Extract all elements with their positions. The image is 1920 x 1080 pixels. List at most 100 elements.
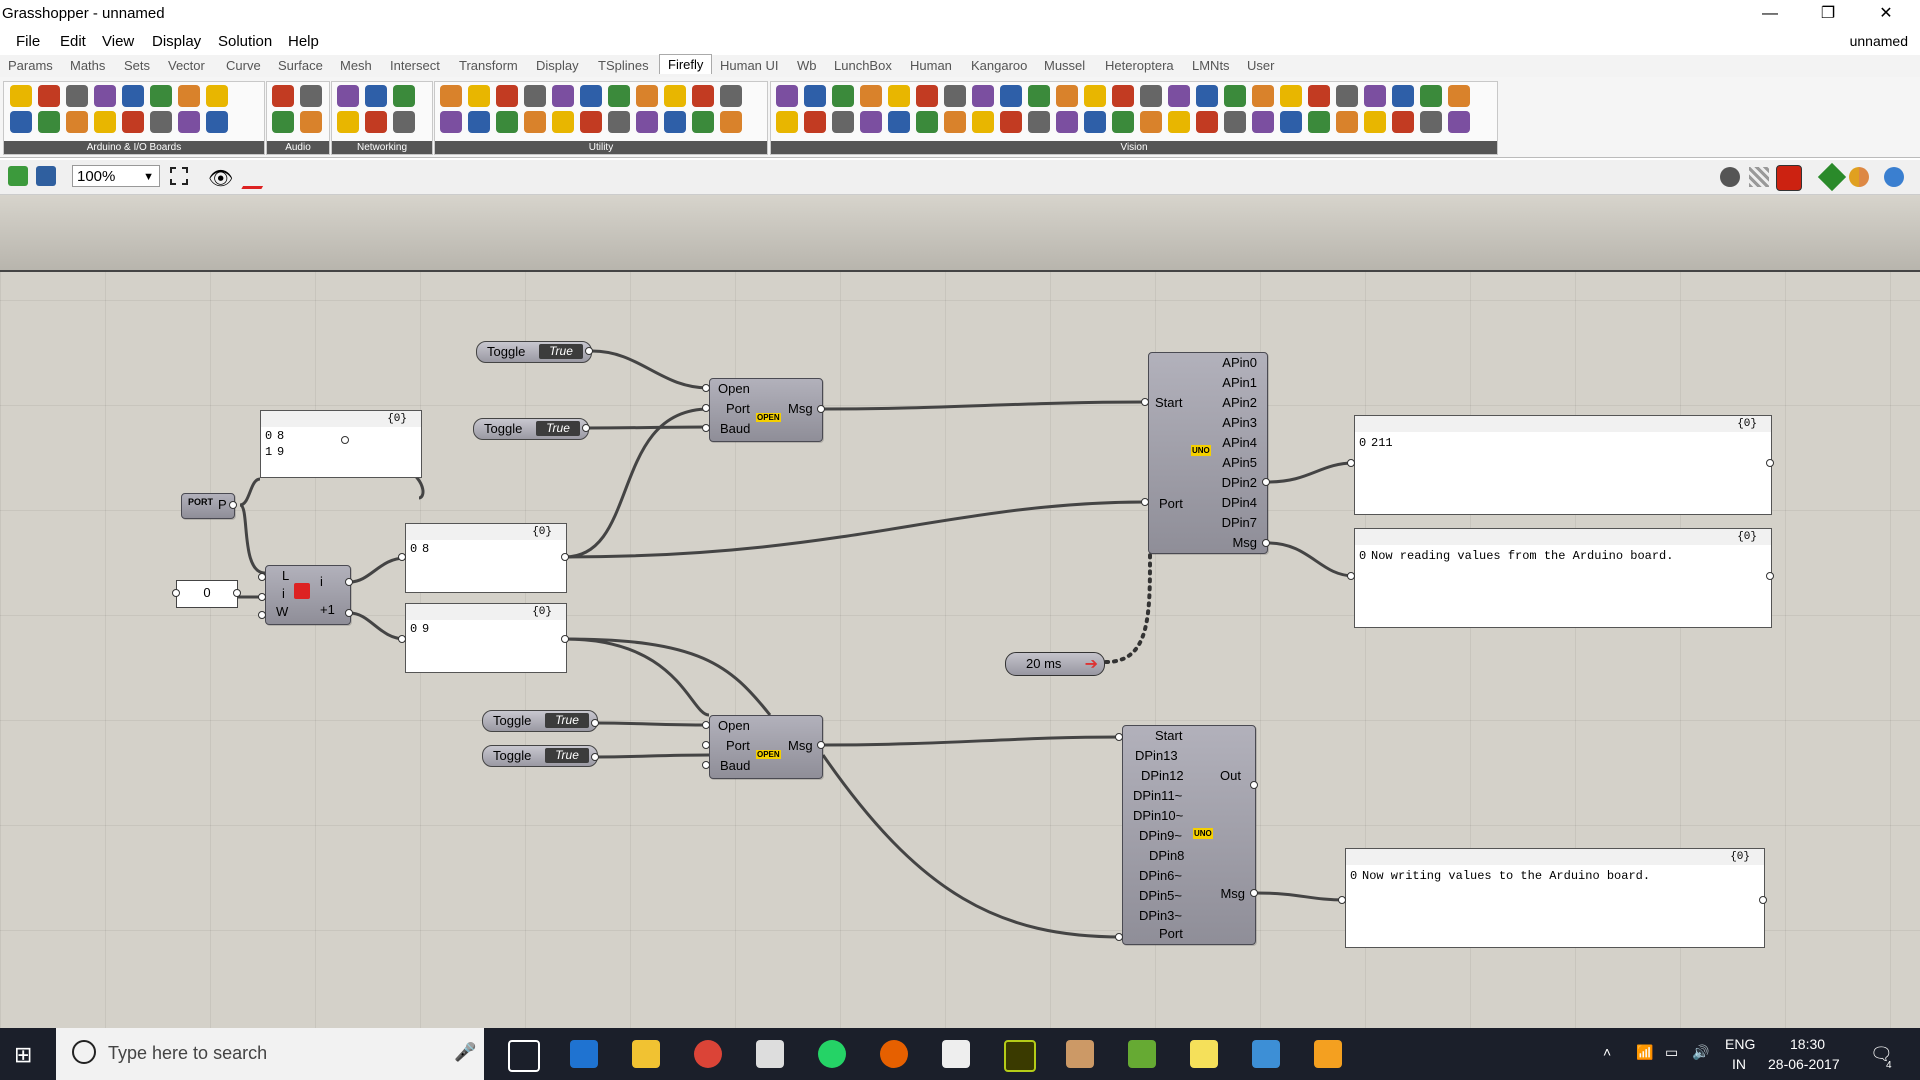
wire-port[interactable] <box>585 347 593 355</box>
material-icon[interactable] <box>1849 167 1869 187</box>
ribbon-tool-icon[interactable] <box>1056 85 1078 107</box>
task-view-icon[interactable] <box>508 1040 540 1072</box>
tab-user[interactable]: User <box>1247 58 1275 73</box>
ribbon-tool-icon[interactable] <box>1056 111 1078 133</box>
ribbon-tool-icon[interactable] <box>206 111 228 133</box>
tab-lunchbox[interactable]: LunchBox <box>834 58 892 73</box>
wire-port[interactable] <box>345 609 353 617</box>
file-explorer-icon[interactable] <box>632 1040 660 1068</box>
chrome-icon[interactable] <box>694 1040 722 1068</box>
ribbon-tool-icon[interactable] <box>1364 111 1386 133</box>
ribbon-tool-icon[interactable] <box>393 111 415 133</box>
mail-icon[interactable] <box>942 1040 970 1068</box>
wire-port[interactable] <box>172 589 180 597</box>
port-param[interactable]: PORT P <box>181 493 235 519</box>
wire-port[interactable] <box>1347 572 1355 580</box>
wire-port[interactable] <box>591 753 599 761</box>
tab-surface[interactable]: Surface <box>278 58 323 73</box>
ribbon-tool-icon[interactable] <box>1028 85 1050 107</box>
ribbon-tool-icon[interactable] <box>804 85 826 107</box>
ribbon-tool-icon[interactable] <box>440 85 462 107</box>
save-file-icon[interactable] <box>36 166 56 186</box>
minimize-button[interactable]: — <box>1762 5 1778 22</box>
ribbon-tool-icon[interactable] <box>337 85 359 107</box>
ribbon-tool-icon[interactable] <box>860 85 882 107</box>
ribbon-tool-icon[interactable] <box>1168 111 1190 133</box>
ribbon-tool-icon[interactable] <box>150 111 172 133</box>
ribbon-tool-icon[interactable] <box>1336 111 1358 133</box>
tab-mussel[interactable]: Mussel <box>1044 58 1086 73</box>
ribbon-tool-icon[interactable] <box>1448 111 1470 133</box>
tab-firefly[interactable]: Firefly <box>659 54 713 74</box>
ribbon-tool-icon[interactable] <box>272 85 294 107</box>
ribbon-tool-icon[interactable] <box>664 111 686 133</box>
ribbon-tool-icon[interactable] <box>720 111 742 133</box>
ribbon-tool-icon[interactable] <box>1420 85 1442 107</box>
sphere-icon[interactable] <box>1884 167 1904 187</box>
ribbon-tool-icon[interactable] <box>972 85 994 107</box>
ribbon-tool-icon[interactable] <box>524 85 546 107</box>
zoom-extents-icon[interactable] <box>170 167 188 185</box>
ribbon-tool-icon[interactable] <box>888 85 910 107</box>
ribbon-tool-icon[interactable] <box>1084 85 1106 107</box>
tab-params[interactable]: Params <box>8 58 53 73</box>
wire-port[interactable] <box>702 741 710 749</box>
ribbon-tool-icon[interactable] <box>94 85 116 107</box>
uno-read-component[interactable]: Start Port APin0 APin1 APin2 APin3 APin4… <box>1148 352 1268 554</box>
ribbon-tool-icon[interactable] <box>916 85 938 107</box>
ribbon-tool-icon[interactable] <box>150 85 172 107</box>
ribbon-tool-icon[interactable] <box>636 111 658 133</box>
tab-lmnts[interactable]: LMNts <box>1192 58 1230 73</box>
ribbon-tool-icon[interactable] <box>1308 85 1330 107</box>
wire-port[interactable] <box>817 405 825 413</box>
ribbon-tool-icon[interactable] <box>393 85 415 107</box>
ribbon-tool-icon[interactable] <box>1000 111 1022 133</box>
ribbon-tool-icon[interactable] <box>66 85 88 107</box>
wire-port[interactable] <box>1115 733 1123 741</box>
ribbon-tool-icon[interactable] <box>337 111 359 133</box>
wire-port[interactable] <box>561 553 569 561</box>
open-file-icon[interactable] <box>8 166 28 186</box>
wire-port[interactable] <box>1141 498 1149 506</box>
ribbon-tool-icon[interactable] <box>608 85 630 107</box>
notification-icon[interactable]: 🗨 <box>1870 1044 1893 1064</box>
wire-port[interactable] <box>591 719 599 727</box>
search-box[interactable]: Type here to search 🎤 <box>56 1028 484 1080</box>
ribbon-tool-icon[interactable] <box>365 111 387 133</box>
wire-port[interactable] <box>398 553 406 561</box>
wire-port[interactable] <box>1766 572 1774 580</box>
ribbon-tool-icon[interactable] <box>720 85 742 107</box>
language-bottom[interactable]: IN <box>1732 1056 1746 1072</box>
tab-vector[interactable]: Vector <box>168 58 205 73</box>
tab-heteroptera[interactable]: Heteroptera <box>1105 58 1174 73</box>
ribbon-tool-icon[interactable] <box>1280 111 1302 133</box>
clock-date[interactable]: 28-06-2017 <box>1768 1056 1840 1072</box>
wire-port[interactable] <box>258 611 266 619</box>
ribbon-tool-icon[interactable] <box>608 111 630 133</box>
ribbon-tool-icon[interactable] <box>1252 85 1274 107</box>
ribbon-tool-icon[interactable] <box>38 111 60 133</box>
ribbon-tool-icon[interactable] <box>972 111 994 133</box>
app-icon[interactable] <box>1128 1040 1156 1068</box>
tab-mesh[interactable]: Mesh <box>340 58 372 73</box>
render-icon[interactable] <box>1817 162 1847 192</box>
ribbon-tool-icon[interactable] <box>552 85 574 107</box>
ribbon-tool-icon[interactable] <box>1224 85 1246 107</box>
ribbon-tool-icon[interactable] <box>94 111 116 133</box>
firefox-icon[interactable] <box>880 1040 908 1068</box>
ribbon-tool-icon[interactable] <box>776 111 798 133</box>
chevron-up-icon[interactable]: ˄ <box>1603 1044 1612 1060</box>
tab-human[interactable]: Human <box>910 58 952 73</box>
sticky-notes-icon[interactable] <box>1190 1040 1218 1068</box>
serial-open-port-2[interactable]: Open Port Baud Msg OPEN <box>709 715 823 779</box>
ribbon-tool-icon[interactable] <box>1168 85 1190 107</box>
sketch-icon[interactable] <box>241 166 275 189</box>
ribbon-tool-icon[interactable] <box>122 111 144 133</box>
